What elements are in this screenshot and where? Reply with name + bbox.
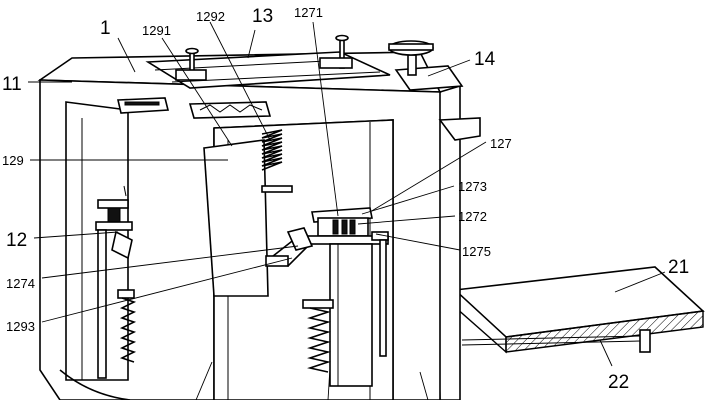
left-spring <box>117 289 137 363</box>
clamp-assembly <box>265 207 389 387</box>
reference-labels: 1 11 1291 1292 13 1271 14 129 127 1273 1… <box>2 5 689 393</box>
label-129: 129 <box>2 153 24 168</box>
label-21: 21 <box>668 257 689 278</box>
upper-spring <box>261 129 293 193</box>
label-12: 12 <box>6 230 27 251</box>
label-11: 11 <box>2 74 22 95</box>
label-1272: 1272 <box>458 209 487 224</box>
lower-spring <box>302 299 334 373</box>
leader-lines <box>28 21 666 400</box>
label-127: 127 <box>490 136 512 151</box>
label-1275: 1275 <box>462 244 491 259</box>
support-leg <box>639 329 651 353</box>
adjustment-knob <box>388 40 481 141</box>
output-platform <box>453 266 705 354</box>
label-1: 1 <box>100 18 111 39</box>
label-14: 14 <box>474 49 496 70</box>
label-1273: 1273 <box>458 179 487 194</box>
left-clamp <box>95 185 133 379</box>
top-opening <box>145 34 391 89</box>
label-13: 13 <box>252 6 273 27</box>
label-22: 22 <box>608 372 629 393</box>
label-1271: 1271 <box>294 5 323 20</box>
label-1292: 1292 <box>196 9 225 24</box>
label-1291: 1291 <box>142 23 171 38</box>
top-slots <box>117 97 272 119</box>
pressing-plate <box>203 139 269 297</box>
label-1274: 1274 <box>6 276 35 291</box>
label-1293: 1293 <box>6 319 35 334</box>
